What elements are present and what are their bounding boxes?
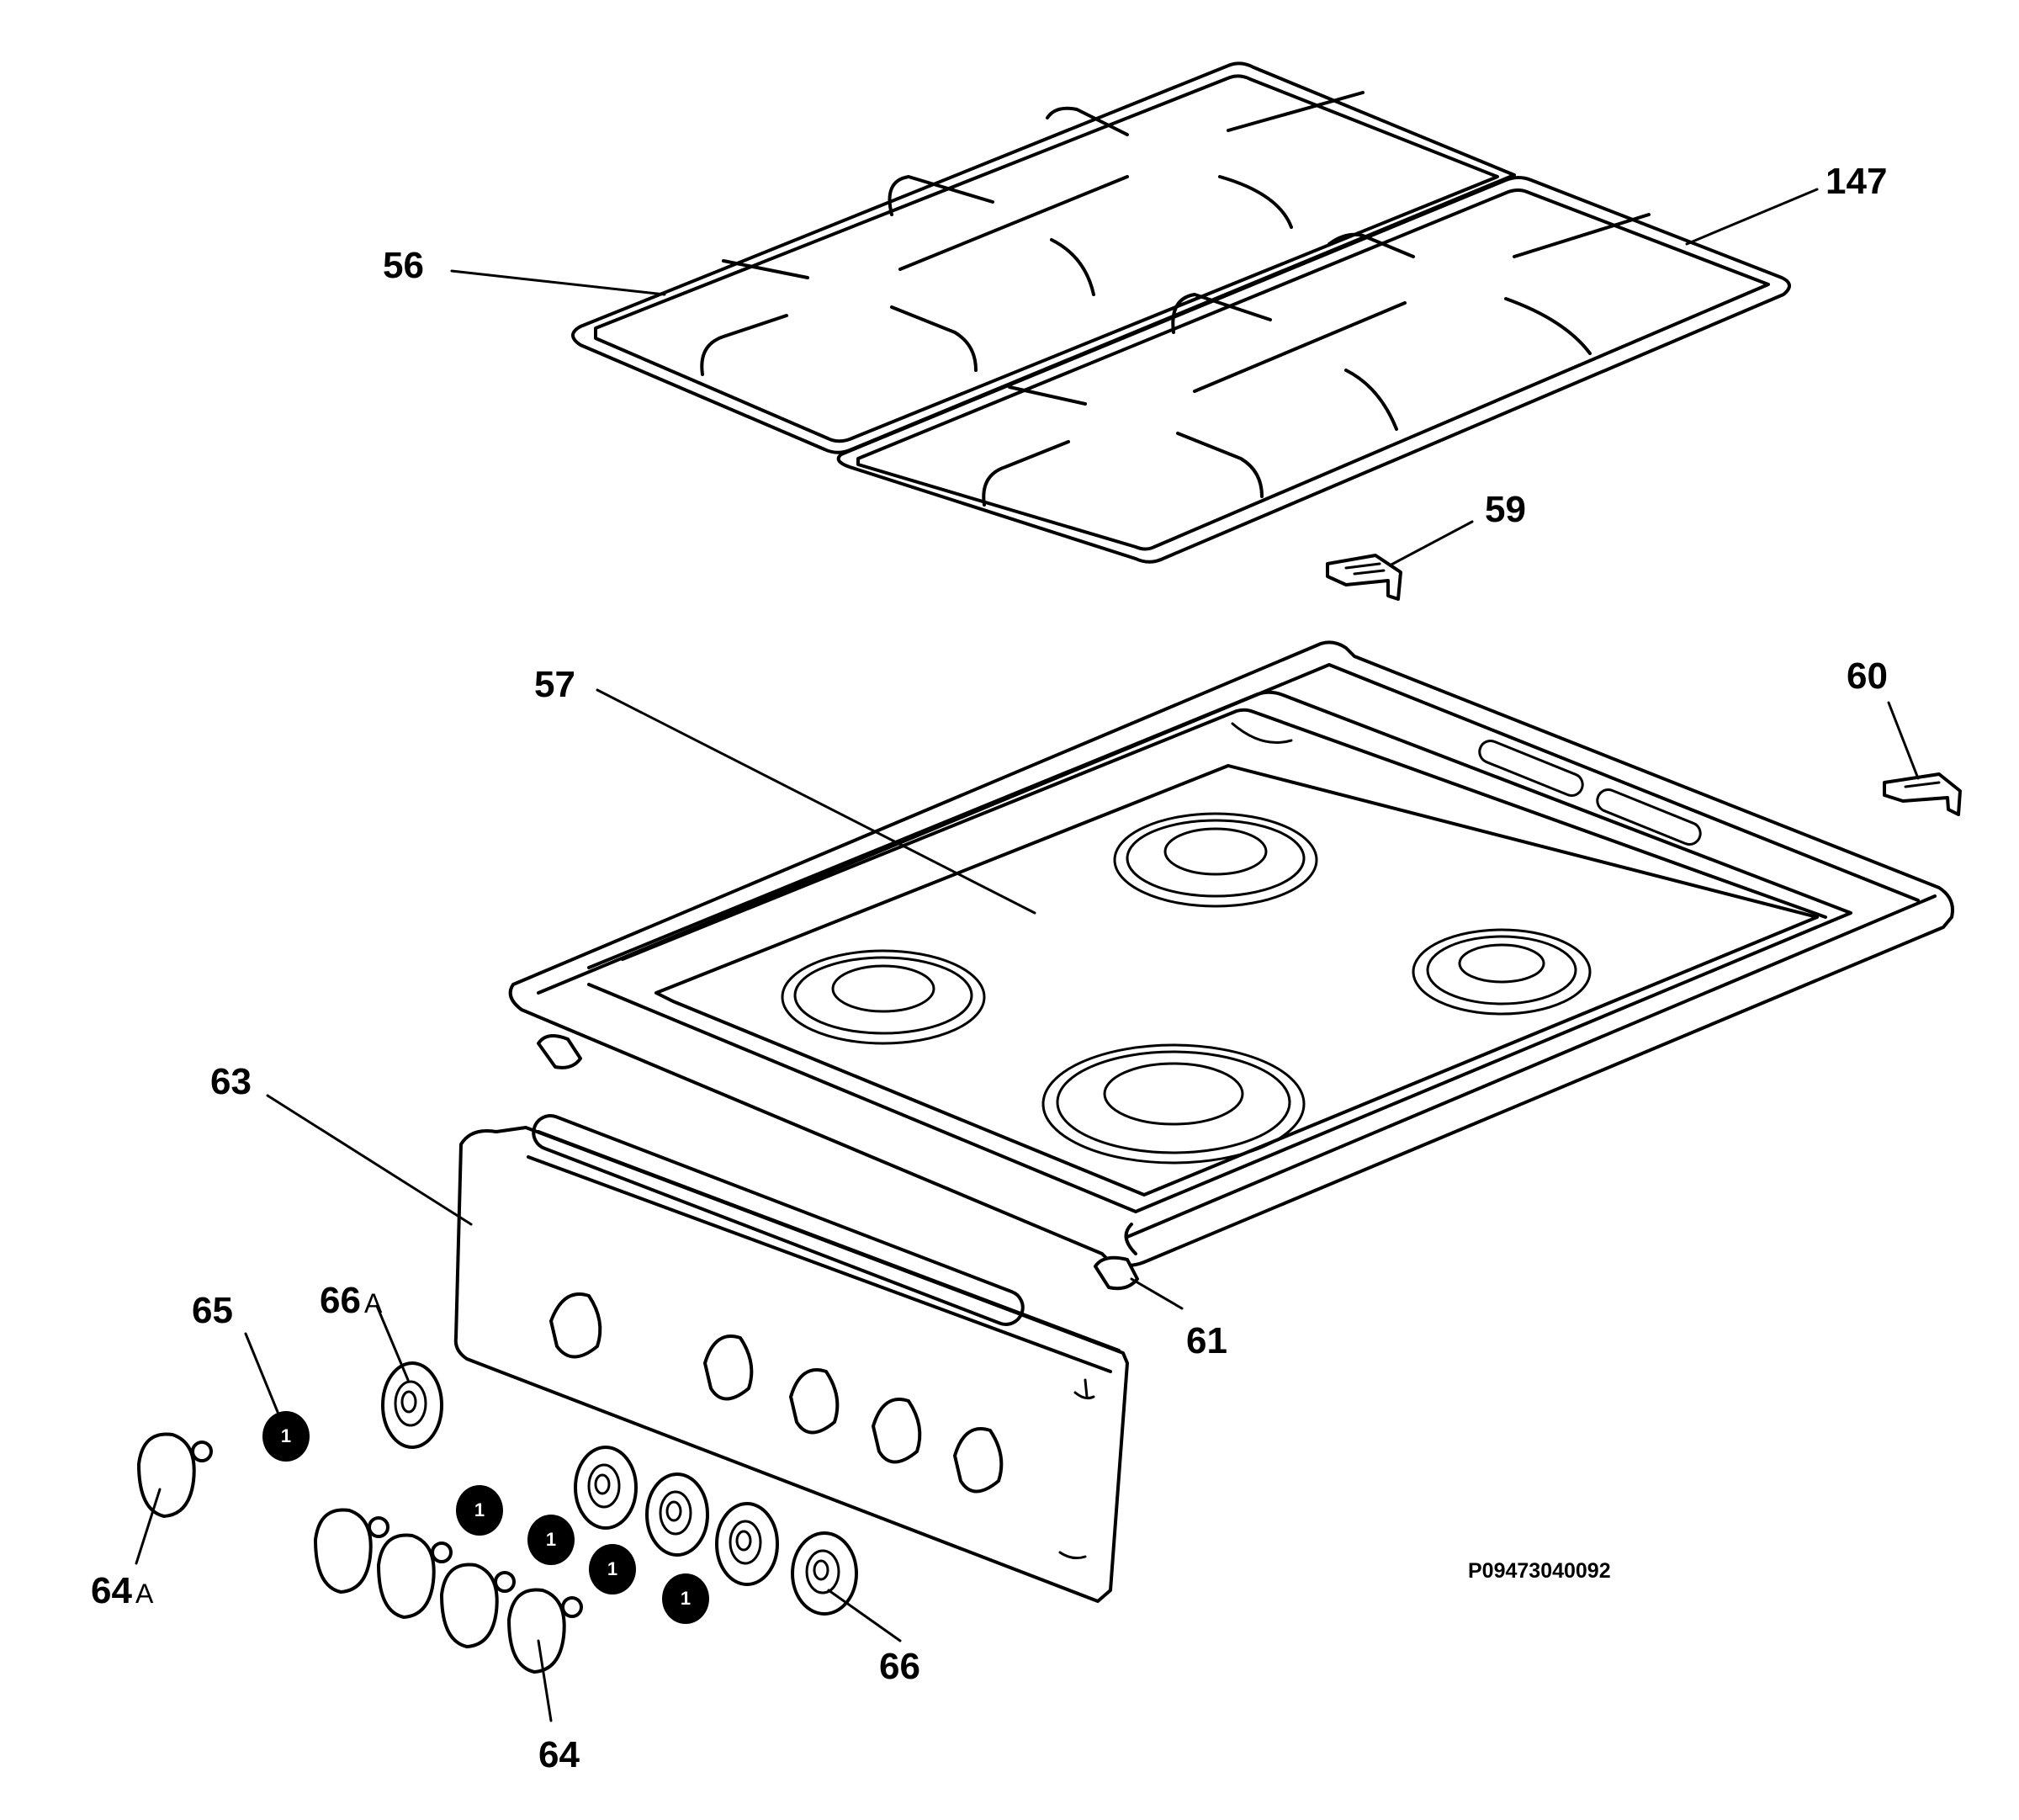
knob-insert-glyph: 1: [474, 1499, 485, 1520]
label-59: 59: [1485, 489, 1526, 530]
bezel-66a: [375, 1304, 443, 1449]
label-66: 66: [879, 1646, 920, 1687]
label-60: 60: [1847, 655, 1888, 697]
label-64: 64: [538, 1734, 580, 1775]
label-63: 63: [210, 1061, 252, 1102]
label-61: 61: [1186, 1320, 1227, 1361]
knob-insert-65: 1: [244, 1332, 310, 1462]
knob-insert-glyph: 1: [607, 1558, 617, 1579]
burner-rear-right: [1412, 928, 1592, 1016]
label-65: 65: [192, 1290, 233, 1331]
knob-64a: [135, 1432, 213, 1565]
bezel-row: [574, 1446, 902, 1642]
drawing-code: P09473040092: [1468, 1559, 1611, 1583]
label-57: 57: [534, 664, 575, 705]
knob-row: [314, 1508, 583, 1722]
clip-61: [1094, 1255, 1184, 1310]
knob-insert-row: 1 1 1 1: [456, 1485, 709, 1624]
clip-60: [1883, 701, 1962, 816]
panel-knob-openings: [549, 1292, 1004, 1494]
burner-rear-left: [1113, 812, 1318, 908]
pan-support-grids: [450, 61, 1819, 564]
label-147: 147: [1826, 161, 1887, 202]
knob-insert-glyph: 1: [281, 1425, 291, 1446]
burner-front-left: [781, 949, 986, 1045]
hob-top-panel: [508, 640, 1954, 1267]
knob-insert-glyph: 1: [546, 1529, 556, 1550]
clip-59: [1326, 520, 1474, 601]
knob-insert-glyph: 1: [681, 1588, 691, 1609]
label-56: 56: [383, 245, 424, 286]
burner-front-right: [1041, 1043, 1306, 1165]
control-panel: [266, 1094, 1129, 1603]
